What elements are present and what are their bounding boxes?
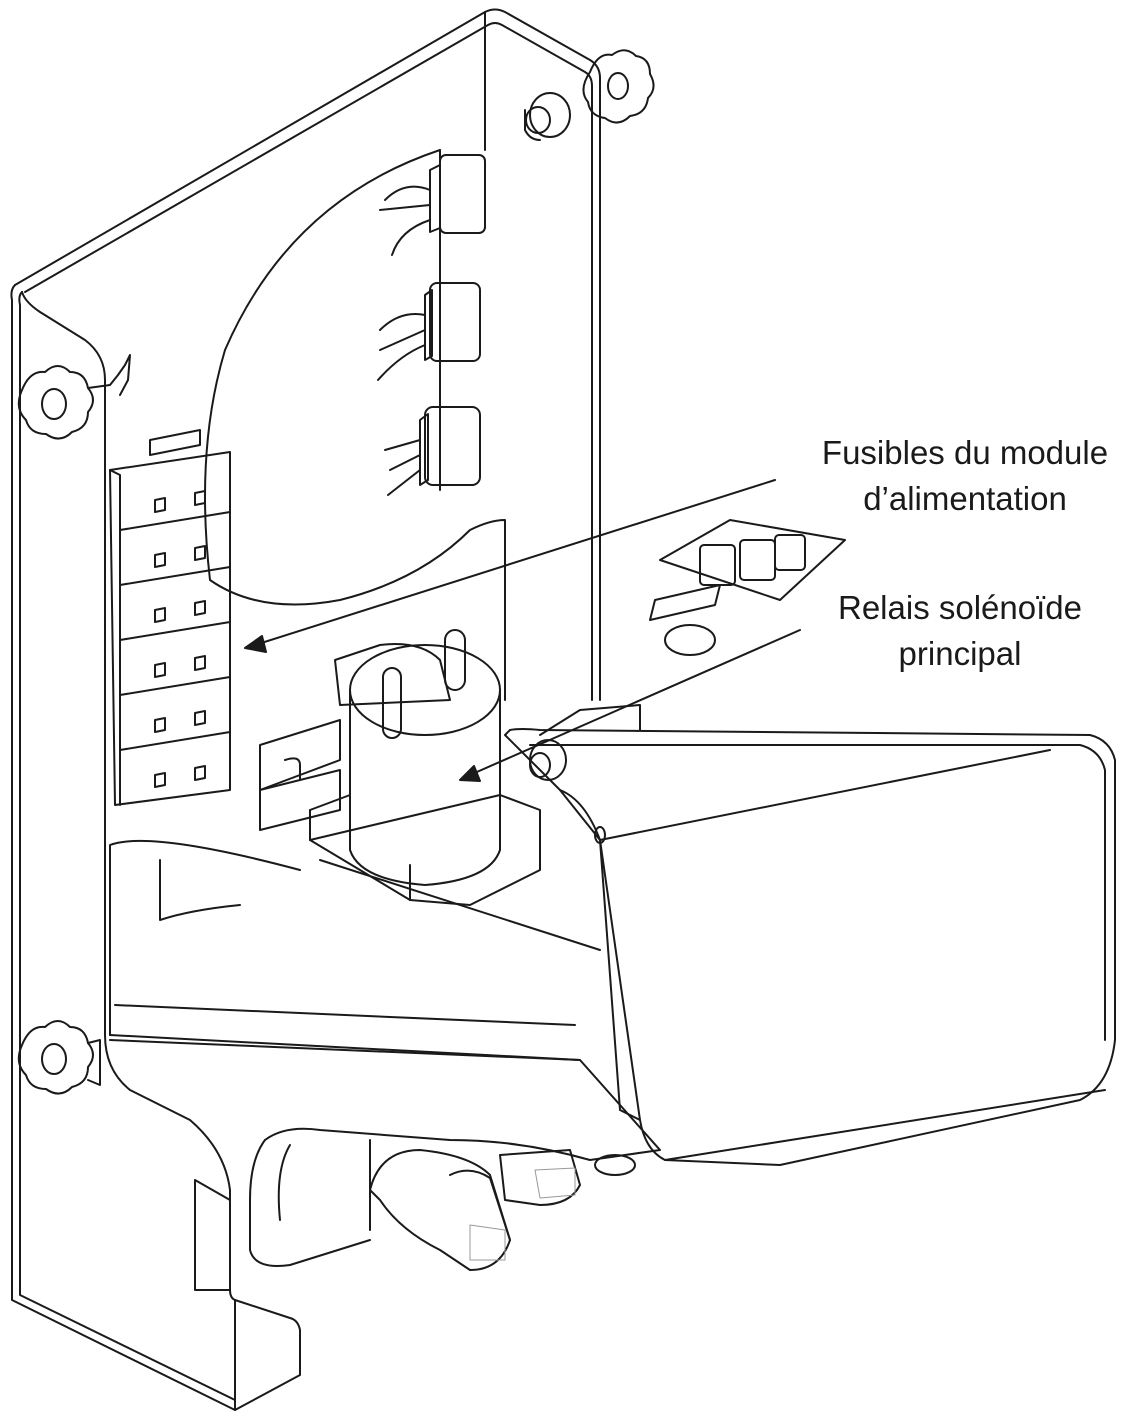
small-relay-3 <box>384 406 481 496</box>
paddle-left <box>369 1149 511 1271</box>
connector-block <box>539 519 846 736</box>
leader-relay <box>459 629 801 782</box>
handle-arm <box>109 1039 661 1267</box>
callout-relay-line1: Relais solénoïde <box>838 589 1082 626</box>
fuse-block <box>109 429 231 806</box>
leader-fuses <box>244 479 776 653</box>
star-knob-bottom-left <box>17 1020 101 1095</box>
star-knob-top-right <box>582 49 655 124</box>
callout-fuses-line1: Fusibles du module <box>821 434 1109 471</box>
back-plate <box>14 8 601 701</box>
solenoid-relay <box>259 629 541 906</box>
control-box <box>504 728 1116 1166</box>
standoff-top <box>524 92 571 141</box>
small-relay-2 <box>377 282 481 381</box>
callout-fuses-line2: d’alimentation <box>863 480 1067 517</box>
base-tray <box>109 839 601 1061</box>
callout-fuses-label: Fusibles du module d’alimentation <box>790 430 1140 522</box>
callout-relay-label: Relais solénoïde principal <box>800 585 1120 677</box>
small-relay-1 <box>379 154 486 256</box>
callout-relay-line2: principal <box>898 635 1022 672</box>
star-knob-top-left <box>17 354 131 440</box>
side-plate <box>10 284 301 1411</box>
paddle-right <box>499 1149 636 1206</box>
